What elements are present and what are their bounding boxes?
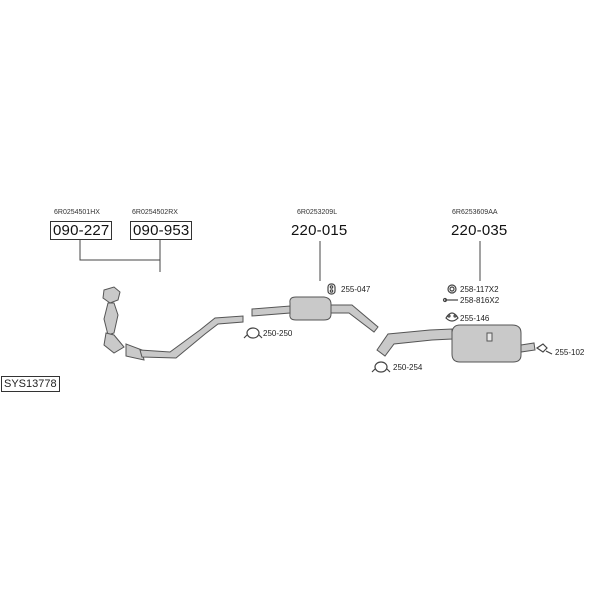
leader-lines (79, 240, 481, 281)
middle-silencer-part[interactable] (251, 296, 379, 333)
clamp-icon-mid[interactable] (371, 361, 391, 373)
front-pipe[interactable] (139, 315, 244, 359)
rear-silencer-body (451, 324, 522, 363)
rear-silencer-part[interactable] (376, 324, 536, 363)
flange-top (102, 286, 121, 304)
pipe-bend (103, 332, 125, 354)
hanger-icon-front[interactable] (327, 283, 336, 295)
label-255-102: 255-102 (555, 348, 585, 357)
label-250-254: 250-254 (393, 363, 423, 372)
hanger-icon-rear[interactable] (445, 312, 459, 322)
oem-number-220-015: 6R0253209L (297, 209, 338, 216)
catalytic-converter-part[interactable] (102, 286, 145, 361)
bracket-icon-tail[interactable] (535, 343, 553, 355)
flex-section (125, 343, 145, 361)
mid-silencer-body (289, 296, 332, 321)
tail-pipe (520, 342, 536, 353)
mid-inlet-pipe (251, 305, 291, 317)
oem-number-220-035: 6R6253609AA (452, 209, 498, 216)
oem-number-090-227: 6R0254501HX (54, 209, 100, 216)
leader-group-1 (79, 240, 161, 261)
bolt-icon[interactable] (442, 297, 459, 303)
label-250-250: 250-250 (263, 329, 293, 338)
rear-silencer-label (486, 332, 493, 342)
label-255-146: 255-146 (460, 314, 490, 323)
rear-inlet-pipe (376, 328, 453, 357)
part-number-090-953[interactable]: 090-953 (130, 221, 193, 240)
oem-number-090-953: 6R0254502RX (132, 209, 178, 216)
label-258-816X2: 258-816X2 (460, 296, 500, 305)
part-number-220-015[interactable]: 220-015 (291, 222, 348, 239)
part-number-220-035[interactable]: 220-035 (451, 222, 508, 239)
part-number-090-227[interactable]: 090-227 (50, 221, 113, 240)
label-255-047: 255-047 (341, 285, 371, 294)
ring-icon[interactable] (447, 284, 457, 294)
mid-outlet-pipe (330, 304, 379, 333)
label-258-117X2: 258-117X2 (460, 285, 499, 294)
system-code: SYS13778 (1, 376, 60, 392)
clamp-icon-front[interactable] (243, 327, 263, 339)
converter-body (103, 302, 119, 336)
